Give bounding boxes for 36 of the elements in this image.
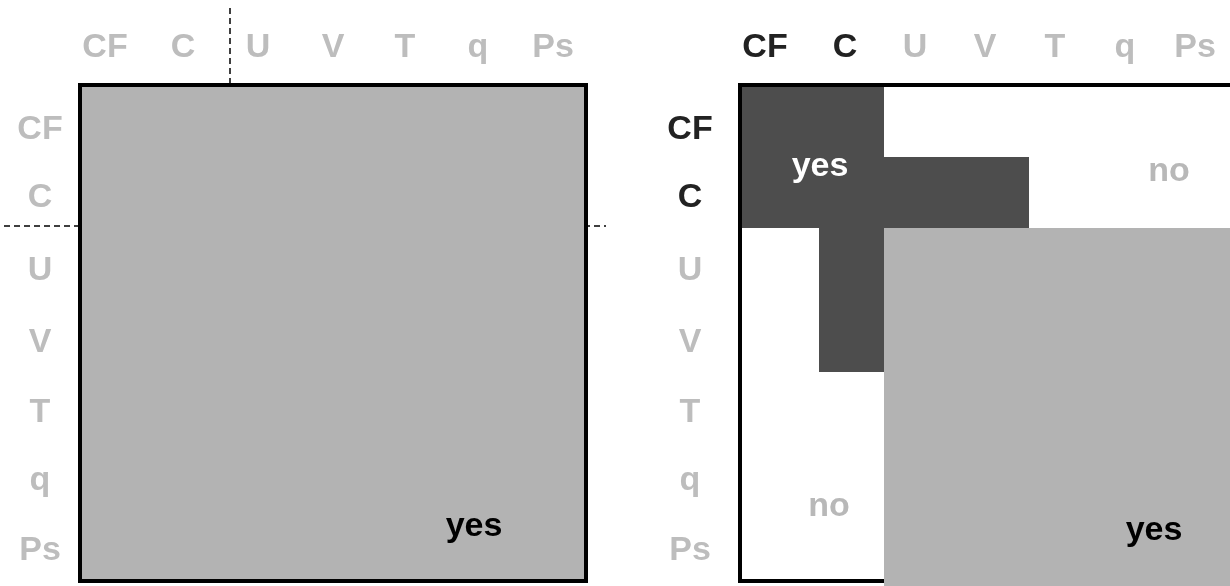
header-label: U [902,26,928,64]
cell-label: yes [791,145,849,183]
shaded-region [884,228,1230,586]
header-label: U [677,249,703,287]
header-label: C [677,176,703,214]
header-label: C [170,26,196,64]
header-label: C [27,176,53,214]
cell-label: no [1148,150,1190,188]
header-label: Ps [1174,26,1216,64]
header-label: V [321,26,345,64]
header-label: CF [82,26,128,64]
header-label: q [1114,26,1136,64]
header-label: V [28,321,52,359]
matrix-panel [78,83,588,583]
header-label: CF [742,26,788,64]
header-label: T [1044,26,1066,64]
header-label: q [467,26,489,64]
header-label: Ps [669,529,711,567]
header-label: U [27,249,53,287]
header-label: V [973,26,997,64]
matrix-panel [738,83,1230,583]
header-label: U [245,26,271,64]
header-label: V [678,321,702,359]
cell-label: yes [445,505,503,543]
header-label: q [679,459,701,497]
header-label: Ps [532,26,574,64]
header-label: T [394,26,416,64]
header-label: CF [667,108,713,146]
header-label: CF [17,108,63,146]
cell-label: yes [1125,509,1183,547]
header-label: T [29,391,51,429]
cell-label: no [808,485,850,523]
header-label: Ps [19,529,61,567]
header-label: C [832,26,858,64]
header-label: q [29,459,51,497]
header-label: T [679,391,701,429]
